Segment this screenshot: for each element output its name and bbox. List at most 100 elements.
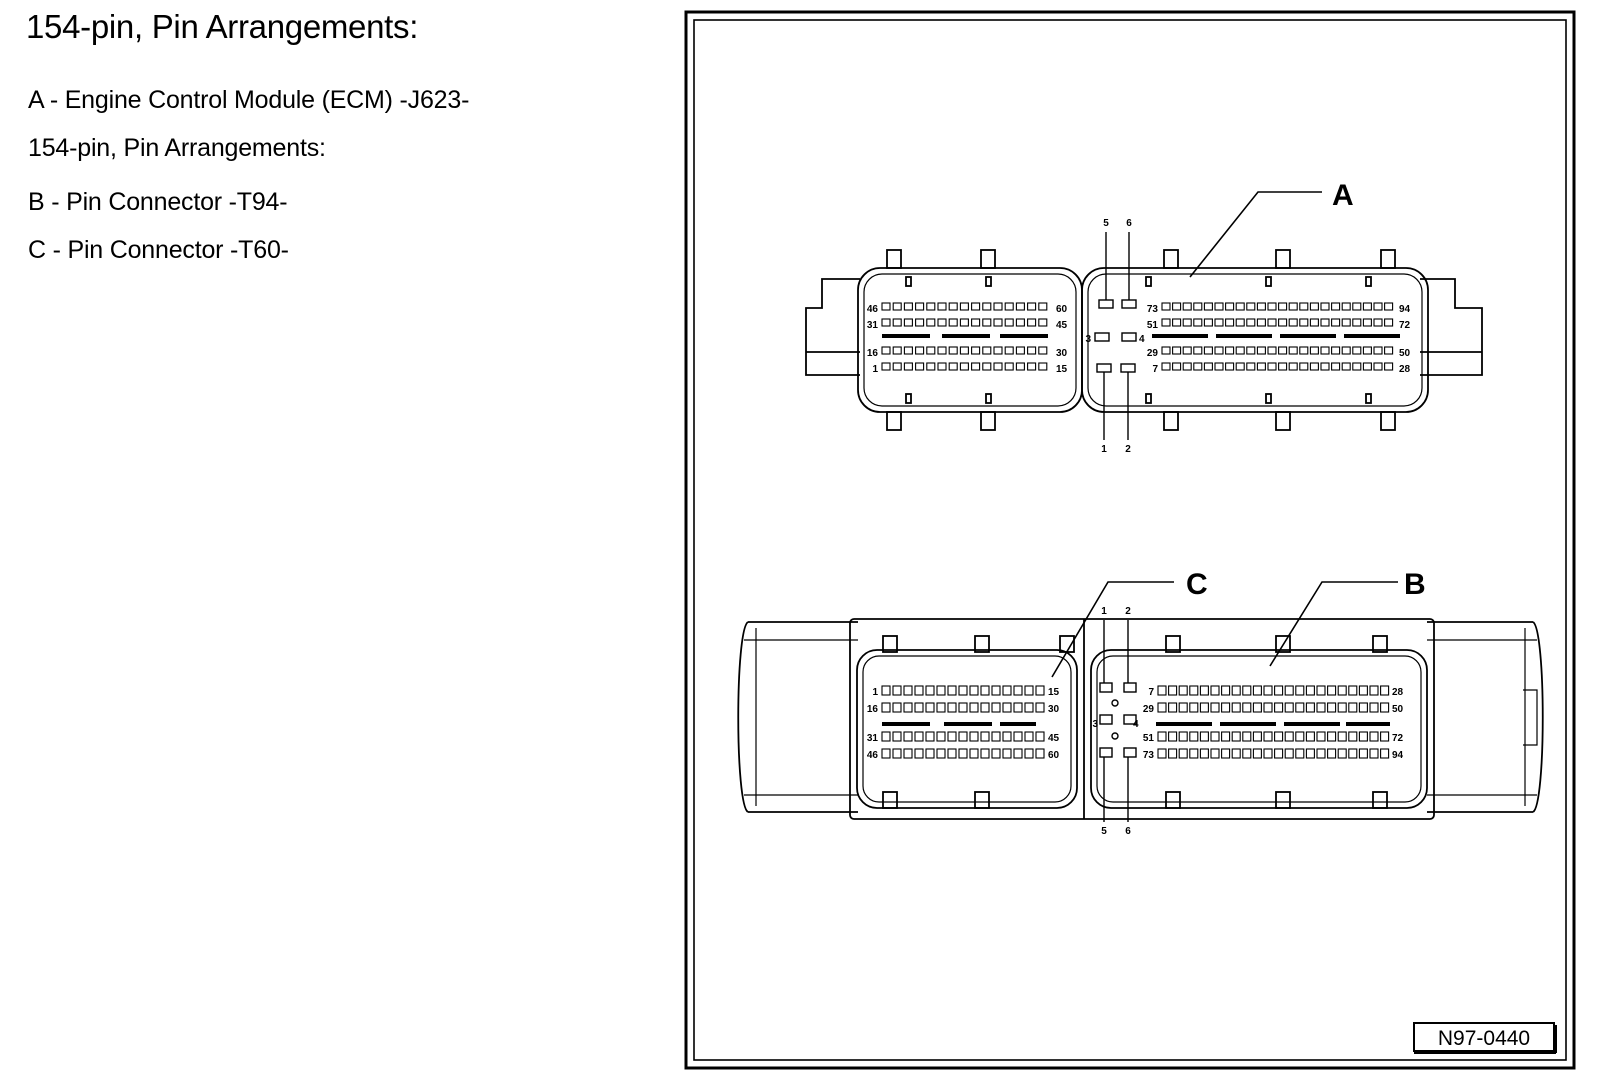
ecm-pin [971, 302, 981, 311]
connector-pin [1221, 702, 1231, 713]
connector-pin [980, 685, 990, 696]
connector-pin [1199, 702, 1209, 713]
ecm-pin [982, 362, 992, 371]
ecm-pin [1015, 318, 1025, 327]
legend-item-c: C - Pin Connector -T60- [28, 236, 289, 264]
connector-housing [737, 618, 1544, 820]
connector-key-bar [1000, 722, 1036, 726]
connector-pin [1316, 685, 1326, 696]
ecm-pin [1038, 318, 1048, 327]
ecm-pin [915, 318, 925, 327]
ecm-pin [1373, 346, 1383, 355]
connector-pin [1231, 702, 1241, 713]
connector-pin [1284, 748, 1294, 759]
ecm-pin [1320, 346, 1330, 355]
ecm-pin [1015, 302, 1025, 311]
connector-pin [1316, 748, 1326, 759]
connector-pin [892, 748, 902, 759]
reference-code: N97-0440 [1438, 1027, 1530, 1050]
ecm-pin [1341, 318, 1351, 327]
connector-pin [1002, 748, 1012, 759]
ecm-key-bar [882, 334, 930, 338]
connector-pin [892, 685, 902, 696]
connector-pin [1295, 748, 1305, 759]
connector-pin [1221, 685, 1231, 696]
connector-pin [1380, 731, 1390, 742]
ecm-row-label: 50 [1399, 348, 1411, 359]
connector-pin [1231, 685, 1241, 696]
ecm-pin [1203, 318, 1213, 327]
ecm-pin [1278, 346, 1288, 355]
ecm-small-pin-label: 3 [1085, 334, 1091, 345]
connector-pin [925, 748, 935, 759]
conn-small-pin-label: 1 [1101, 606, 1107, 617]
connector-key-bar [944, 722, 992, 726]
ecm-pin [971, 346, 981, 355]
ecm-small-pin-label: 4 [1139, 334, 1145, 345]
connector-pin [1168, 702, 1178, 713]
connector-pin [969, 748, 979, 759]
ecm-pin [1278, 362, 1288, 371]
ecm-pin [1256, 346, 1266, 355]
ecm-pin [948, 362, 958, 371]
connector-pin [969, 685, 979, 696]
ecm-pin [1341, 302, 1351, 311]
ecm-pin [1352, 362, 1362, 371]
ecm-right-flange [1420, 278, 1483, 376]
connector-pin [1252, 685, 1262, 696]
connector-pin [881, 702, 891, 713]
ecm-pin-labels: 46 60 31 45 16 30 1 15 73 94 51 72 29 50… [867, 218, 1411, 455]
connector-pin [1348, 731, 1358, 742]
connector-pin [969, 702, 979, 713]
connector-pin [969, 731, 979, 742]
connector-pin [1199, 748, 1209, 759]
ecm-pin [1203, 362, 1213, 371]
callout-b-leader [1269, 581, 1398, 667]
ecm-left-lobe [857, 267, 1083, 413]
connector-pin-field [881, 685, 1390, 759]
connector-pin [1231, 748, 1241, 759]
connector-pin [1337, 685, 1347, 696]
connector-pin [947, 685, 957, 696]
ecm-pin [1362, 302, 1372, 311]
ecm-pin [993, 302, 1003, 311]
t94-row-label: 7 [1148, 687, 1154, 698]
connector-pin [1210, 748, 1220, 759]
ecm-pin [1193, 318, 1203, 327]
ecm-row-label: 30 [1056, 348, 1068, 359]
ecm-row-label: 46 [867, 304, 879, 315]
ecm-key-bar [1344, 334, 1400, 338]
connector-pin [1274, 685, 1284, 696]
connector-small-pins [1099, 620, 1137, 822]
connector-pin [1263, 685, 1273, 696]
ecm-pin [1320, 318, 1330, 327]
ecm-pin [1299, 346, 1309, 355]
connector-t94 [1090, 649, 1428, 809]
t60-row-label: 31 [867, 733, 879, 744]
connector-pin [914, 702, 924, 713]
connector-pin [1327, 731, 1337, 742]
ecm-pin [1309, 362, 1319, 371]
callout-c-leader [1051, 581, 1174, 678]
connector-pin [1221, 748, 1231, 759]
ecm-pin [1015, 346, 1025, 355]
connector-pin [1263, 702, 1273, 713]
ecm-pin [1384, 318, 1394, 327]
ecm-pin [1341, 346, 1351, 355]
ecm-pin [1331, 362, 1341, 371]
connector-pin [1178, 731, 1188, 742]
t60-row-label: 15 [1048, 687, 1060, 698]
connector-pin [1178, 702, 1188, 713]
connector-pin [914, 685, 924, 696]
ecm-pin [1256, 302, 1266, 311]
connector-pin [958, 748, 968, 759]
ecm-pin [1161, 346, 1171, 355]
connector-pin [1369, 748, 1379, 759]
ecm-row-label: 60 [1056, 304, 1068, 315]
conn-small-pin-label: 3 [1092, 719, 1098, 730]
ecm-pin [881, 318, 891, 327]
connector-pin [947, 702, 957, 713]
ecm-pin [1309, 318, 1319, 327]
ecm-pin [948, 346, 958, 355]
ecm-pin [1309, 302, 1319, 311]
